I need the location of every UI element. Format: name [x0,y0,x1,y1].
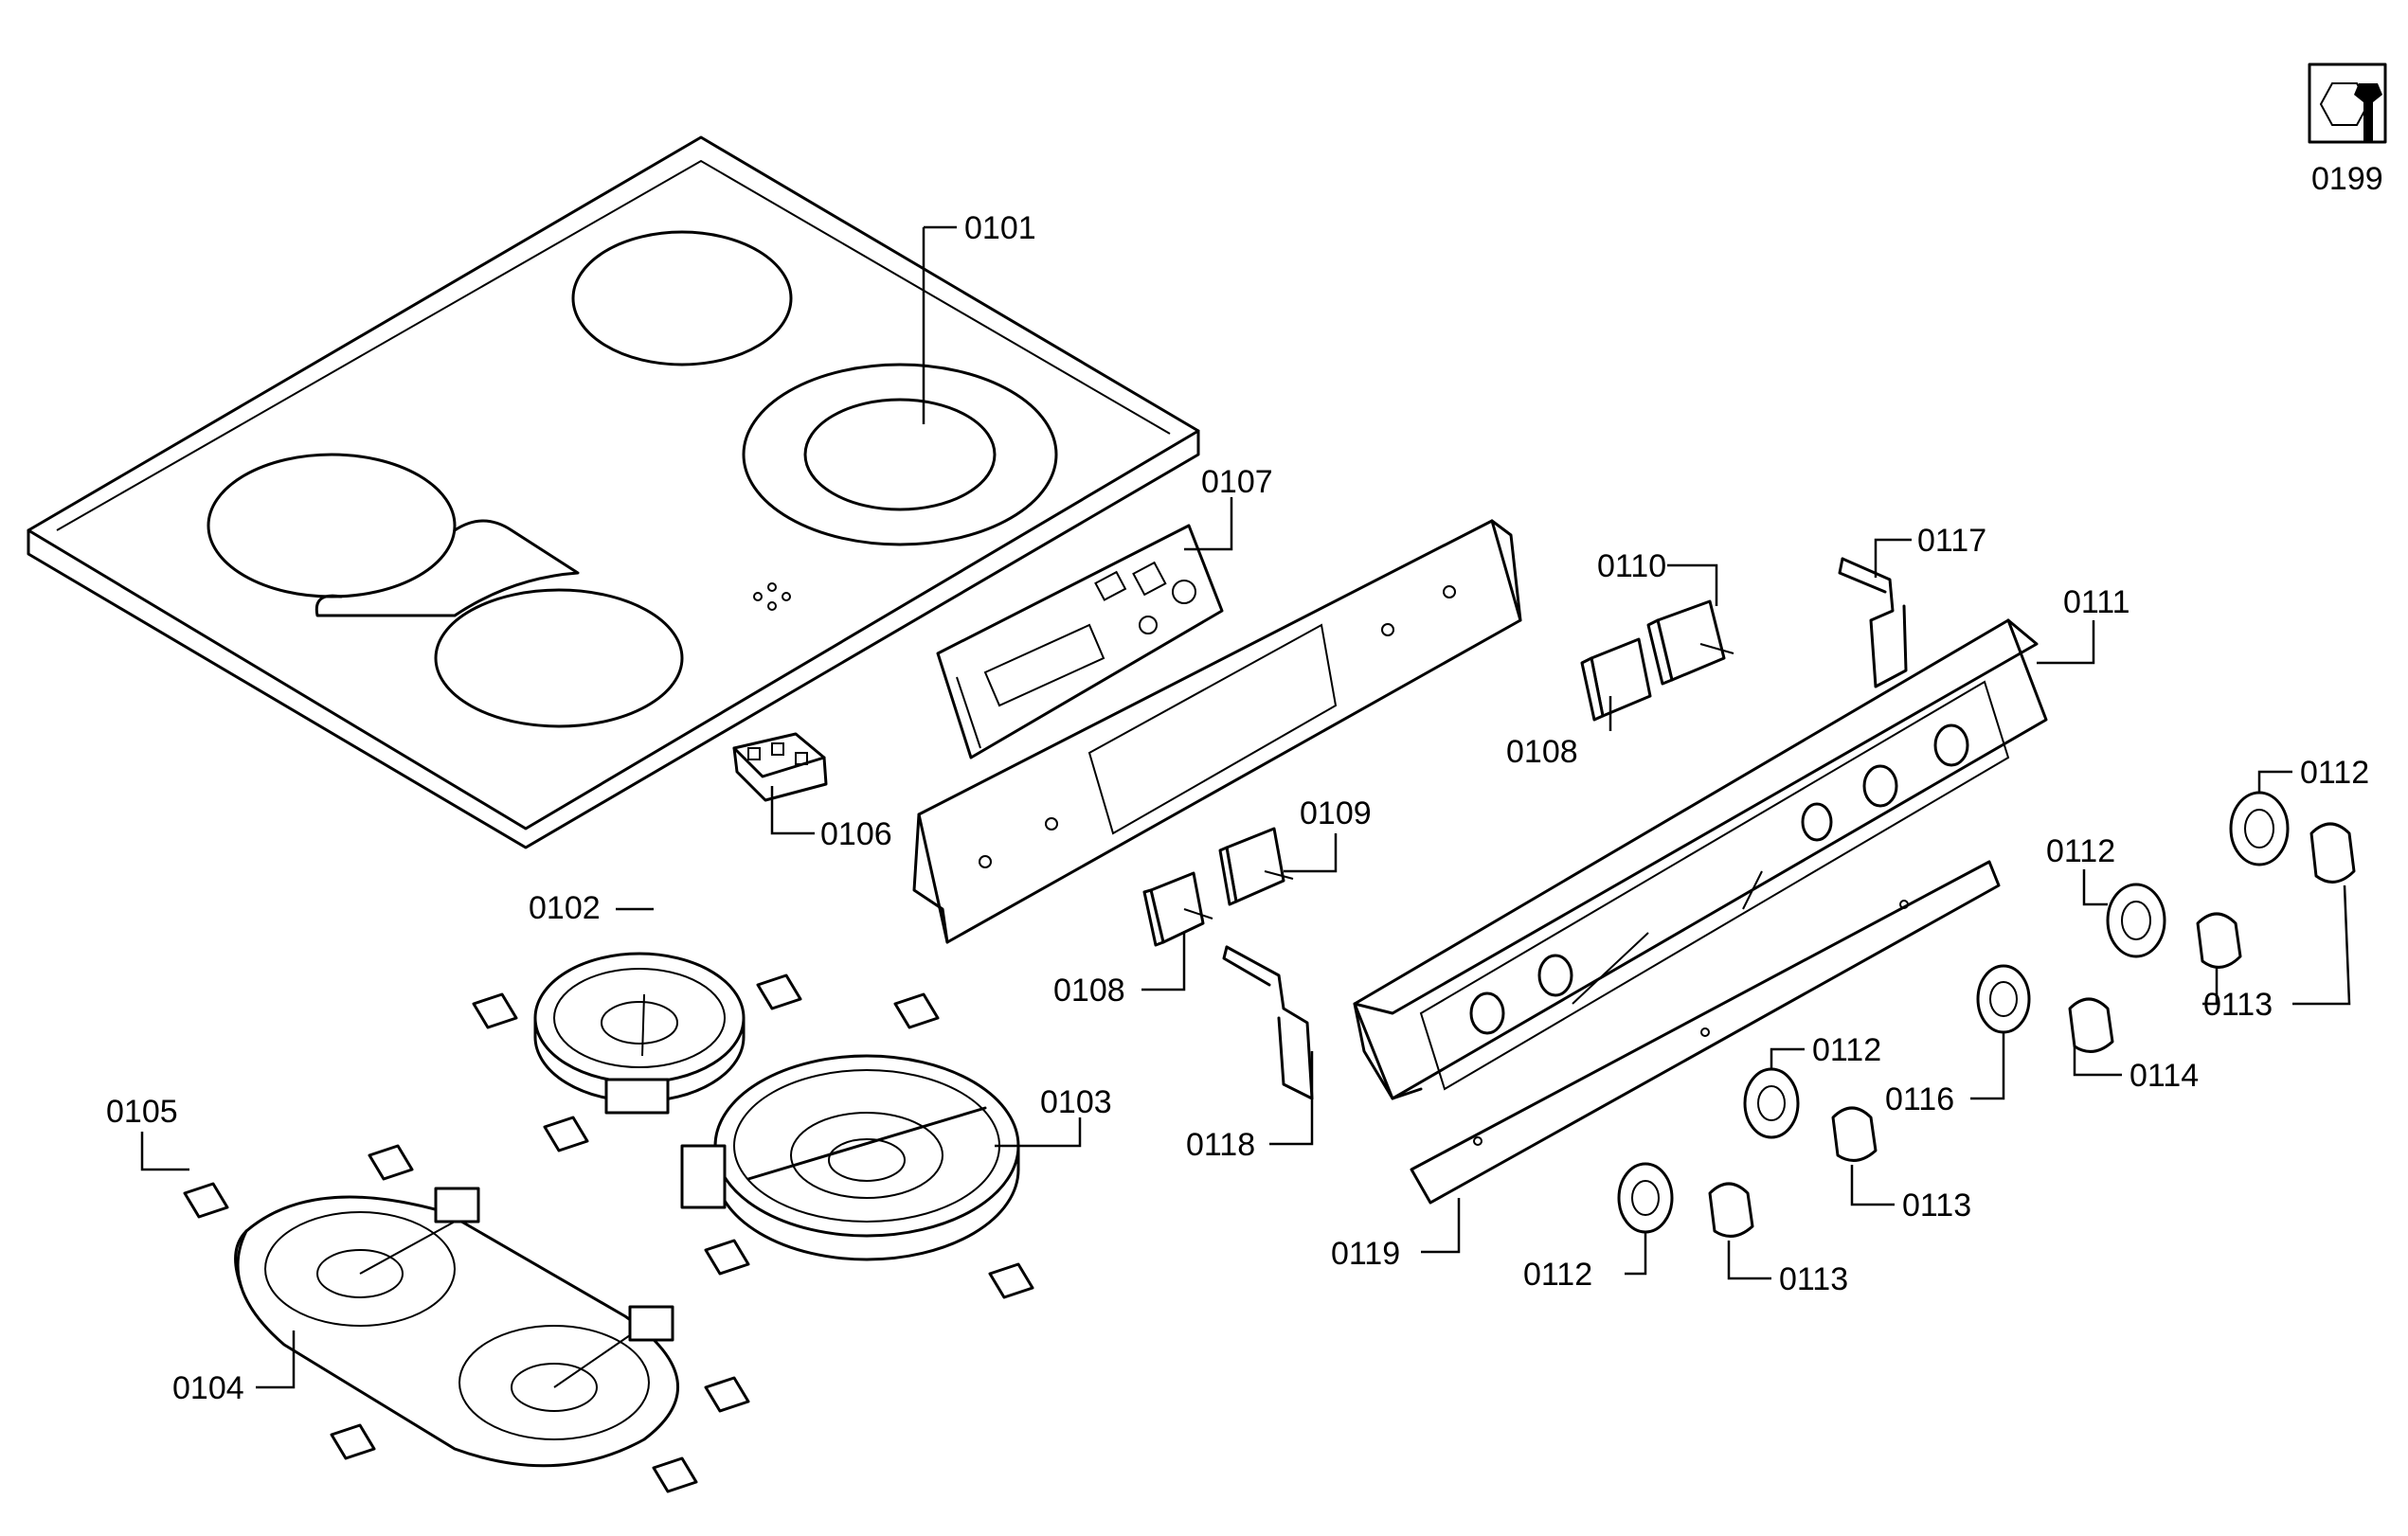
bracket-0117 [1838,557,1908,688]
switch-0109 [1218,827,1294,906]
terminal-block [732,732,828,802]
callout-0111: 0111 [2037,584,2130,665]
callout-0116: 0116 [1885,1032,2005,1117]
label-0108-lower: 0108 [1053,973,1125,1009]
callout-0110: 0110 [1597,548,1718,606]
label-0113-bottom: 0113 [1779,1261,1848,1297]
label-0104: 0104 [172,1370,244,1406]
callout-0119: 0119 [1331,1198,1461,1272]
wrench-tool-icon [2308,63,2387,144]
switch-lower [1142,871,1213,947]
label-0118: 0118 [1186,1127,1255,1163]
label-0109: 0109 [1300,795,1372,831]
label-0102: 0102 [529,890,601,926]
label-0112-lower: 0112 [1812,1032,1881,1068]
callout-0112-lower: 0112 [1770,1032,1881,1068]
label-0106: 0106 [820,816,892,852]
label-0119: 0119 [1331,1236,1400,1272]
callout-0113-mid [2202,966,2219,1006]
switch-upper [1580,637,1652,722]
callout-0112-right: 0112 [2257,755,2369,793]
label-0112-right: 0112 [2300,755,2369,791]
label-0112-mid: 0112 [2046,833,2115,869]
callout-0106: 0106 [770,786,892,852]
callout-0102: 0102 [529,890,654,926]
heating-element-0104 [234,1187,680,1468]
label-0114: 0114 [2129,1058,2199,1094]
callout-0112-bottom: 0112 [1523,1233,1647,1293]
knob-rings [1617,791,2290,1234]
callout-0103: 0103 [995,1084,1112,1148]
callout-0101: 0101 [922,210,1036,424]
label-0103: 0103 [1040,1084,1112,1120]
callout-0104: 0104 [172,1331,296,1406]
label-0199: 0199 [2311,161,2383,197]
label-0113-lower: 0113 [1902,1188,1971,1223]
trim-strip-0119 [1410,860,2001,1205]
callout-0118: 0118 [1186,1051,1314,1163]
heating-element-0102 [533,952,746,1115]
label-0110: 0110 [1597,548,1666,584]
callout-0107: 0107 [1184,464,1273,551]
control-panel [1353,618,2048,1100]
label-0116: 0116 [1885,1081,1954,1117]
callout-0108-lower: 0108 [1053,933,1186,1009]
callout-0109: 0109 [1284,795,1372,873]
callout-0113-bottom: 0113 [1727,1241,1848,1297]
glass-cooktop [27,135,1200,849]
callout-0117: 0117 [1874,523,1986,578]
label-0111: 0111 [2063,584,2130,620]
control-board [936,524,1224,759]
knobs [1708,822,2356,1238]
callout-0112-mid: 0112 [2046,833,2115,906]
mounting-clips [183,973,1034,1493]
callout-0113-lower: 0113 [1850,1165,1971,1223]
control-panel-bracket [912,519,1522,944]
heating-element-0103 [680,1054,1020,1261]
callout-0105: 0105 [106,1094,189,1171]
label-0105: 0105 [106,1094,178,1130]
bracket-0118 [1222,945,1314,1100]
callout-0108-upper: 0108 [1506,696,1612,770]
switch-0110 [1646,599,1734,686]
label-0108-upper: 0108 [1506,734,1578,770]
label-0112-bottom: 0112 [1523,1257,1592,1293]
label-0117: 0117 [1917,523,1986,559]
label-0101: 0101 [964,210,1036,246]
label-0107: 0107 [1201,464,1273,500]
callout-0114: 0114 [2073,1046,2199,1094]
